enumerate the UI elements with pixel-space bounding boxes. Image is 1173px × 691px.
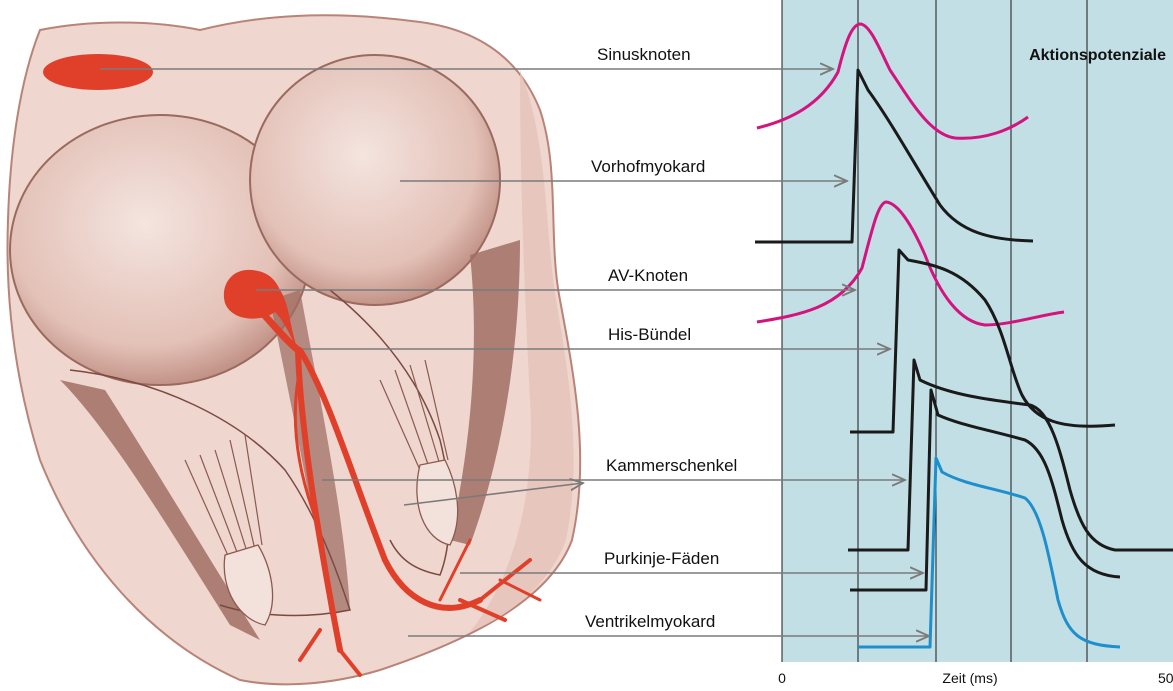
axis-tick-end: 500: [1158, 670, 1173, 686]
label-av-knoten: AV-Knoten: [608, 266, 688, 285]
panel-title: Aktionspotenziale: [1029, 47, 1166, 64]
sinus-node: [43, 54, 153, 90]
label-his-buendel: His-Bündel: [608, 325, 691, 344]
label-sinusknoten: Sinusknoten: [597, 45, 691, 64]
label-kammerschenkel: Kammerschenkel: [606, 456, 737, 475]
label-purkinje-faeden: Purkinje-Fäden: [604, 549, 719, 568]
panel-background: [782, 0, 1173, 662]
heart-illustration: [7, 15, 580, 684]
structure-labels: Sinusknoten Vorhofmyokard AV-Knoten His-…: [585, 45, 737, 631]
label-vorhofmyokard: Vorhofmyokard: [591, 157, 705, 176]
right-atrium: [250, 55, 500, 305]
axis-label: Zeit (ms): [942, 670, 997, 686]
action-potential-panel: Aktionspotenziale 0 Zeit (ms) 500: [778, 0, 1173, 686]
label-ventrikelmyokard: Ventrikelmyokard: [585, 612, 715, 631]
axis-tick-start: 0: [778, 670, 786, 686]
